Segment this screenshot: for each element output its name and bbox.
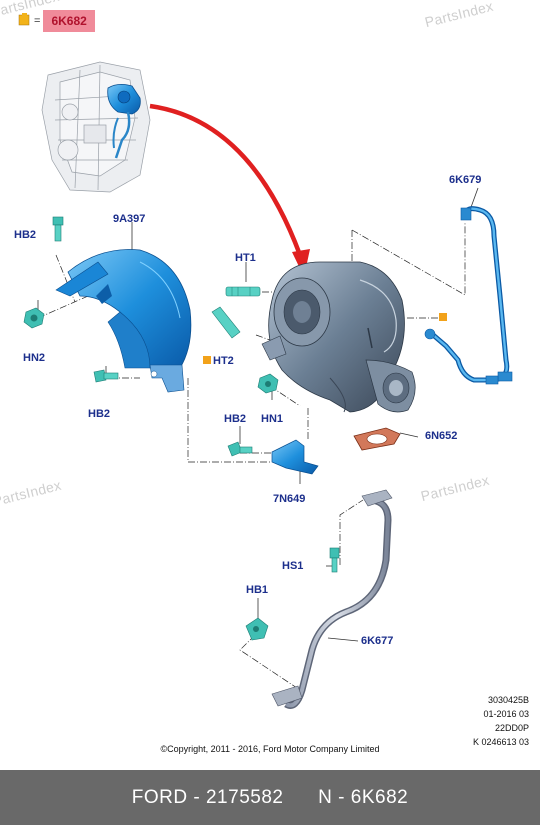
- oil-return-pipe: [271, 489, 393, 709]
- callout-hb1[interactable]: HB1: [246, 584, 269, 596]
- gasket-6n652: [353, 427, 401, 451]
- callout-6k679[interactable]: 6K679: [449, 174, 482, 186]
- footer-brand-number: FORD - 2175582: [131, 786, 284, 808]
- footer-bar: FORD - 2175582 N - 6K682: [0, 770, 540, 825]
- heat-shield-part: [55, 249, 192, 393]
- legend-equals: =: [34, 15, 41, 27]
- drawing-code: 22DD0P: [494, 723, 529, 733]
- callout-hb2-mid[interactable]: HB2: [88, 408, 111, 420]
- callout-ht2[interactable]: HT2: [213, 355, 234, 367]
- engine-turbo-highlight: [107, 84, 141, 159]
- callout-hn2[interactable]: HN2: [23, 352, 46, 364]
- stud-ht1: [225, 286, 261, 297]
- turbocharger: [261, 261, 416, 413]
- bolt-hb1: [245, 617, 269, 641]
- marker-square-ht2: [203, 356, 211, 364]
- oil-feed-pipe: [424, 206, 513, 385]
- callout-hb2-top[interactable]: HB2: [14, 229, 37, 241]
- bolt-hb2-top: [52, 216, 64, 242]
- exploded-view-drawing: [18, 13, 513, 709]
- callout-hb2-low[interactable]: HB2: [224, 413, 247, 425]
- diagram-area: = 6K682 PartsIndex PartsIndex PartsIndex…: [0, 0, 529, 754]
- legend-part-number: 6K682: [43, 10, 95, 32]
- nut-hn2: [23, 307, 45, 329]
- bolt-hb2-low: [227, 441, 253, 457]
- stud-ht2: [211, 306, 241, 339]
- copyright-notice: ©Copyright, 2011 - 2016, Ford Motor Comp…: [160, 744, 380, 754]
- bolt-hb2-mid: [93, 369, 119, 383]
- legend: = 6K682: [18, 10, 95, 32]
- callout-6n652[interactable]: 6N652: [425, 430, 458, 442]
- location-arrow: [149, 103, 310, 277]
- marker-square-turbo: [439, 313, 447, 321]
- drawing-reference: K 0246613 03: [472, 737, 529, 747]
- callout-ht1[interactable]: HT1: [235, 252, 256, 264]
- callout-7n649[interactable]: 7N649: [273, 493, 306, 505]
- nut-hn1: [257, 373, 279, 394]
- callout-leaders: [37, 187, 479, 642]
- footer-spacer: [283, 787, 318, 809]
- bolt-hs1: [329, 547, 340, 573]
- footer-part-number: N - 6K682: [318, 786, 409, 808]
- drawing-date: 01-2016 03: [483, 709, 529, 719]
- callout-6k677[interactable]: 6K677: [361, 635, 394, 647]
- callout-9a397[interactable]: 9A397: [113, 213, 146, 225]
- bracket-7n649: [271, 439, 319, 475]
- engine-thumbnail: [41, 61, 151, 193]
- drawing-number: 3030425B: [487, 695, 529, 705]
- callout-hn1[interactable]: HN1: [261, 413, 284, 425]
- key-icon: [18, 13, 30, 26]
- callout-hs1[interactable]: HS1: [282, 560, 304, 572]
